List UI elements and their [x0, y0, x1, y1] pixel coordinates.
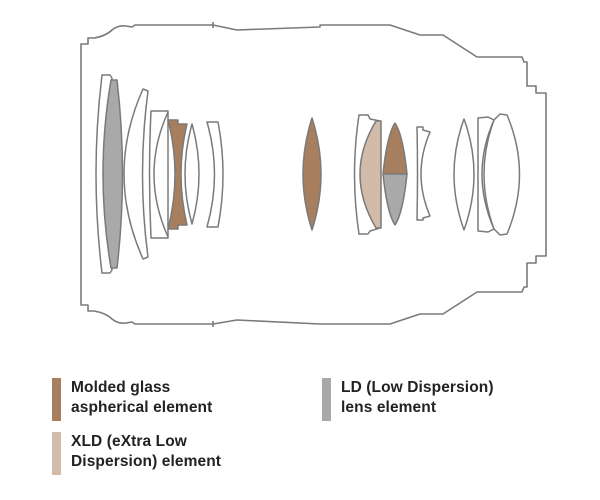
legend-label-line: Molded glass	[71, 379, 171, 396]
lens-element-2-ld	[102, 79, 124, 269]
legend-ld: LD (Low Dispersion) lens element	[322, 378, 494, 421]
lens-element-14	[477, 116, 495, 233]
lens-element-11-ld	[382, 173, 408, 226]
lens-element-10-xld	[359, 120, 382, 229]
legend-label-line: LD (Low Dispersion)	[341, 379, 494, 396]
legend-label-line: Dispersion) element	[71, 453, 222, 470]
ld-swatch	[322, 378, 331, 421]
lens-barrel-outline	[80, 24, 547, 325]
legend-label-line: XLD (eXtra Low	[71, 433, 187, 450]
molded-aspherical-swatch	[52, 378, 61, 421]
lens-element-6	[184, 123, 200, 225]
legend-label-line: lens element	[341, 399, 437, 416]
lens-element-3	[123, 88, 149, 260]
legend-label-line: aspherical element	[71, 399, 213, 416]
lens-element-13	[453, 118, 475, 231]
lens-element-11-molded-aspherical	[382, 122, 408, 175]
lens-element-5-molded-aspherical	[167, 119, 188, 230]
lens-construction-diagram	[80, 22, 547, 327]
lens-element-4-inner-curve	[153, 111, 169, 238]
lens-element-8-molded-aspherical	[302, 117, 322, 231]
legend-molded-aspherical: Molded glass aspherical element	[52, 378, 212, 421]
lens-element-15	[481, 113, 521, 236]
lens-element-4	[148, 110, 169, 239]
legend-xld: XLD (eXtra Low Dispersion) element	[52, 432, 221, 475]
xld-swatch	[52, 432, 61, 475]
lens-element-7	[206, 121, 224, 228]
lens-element-12	[416, 126, 431, 221]
